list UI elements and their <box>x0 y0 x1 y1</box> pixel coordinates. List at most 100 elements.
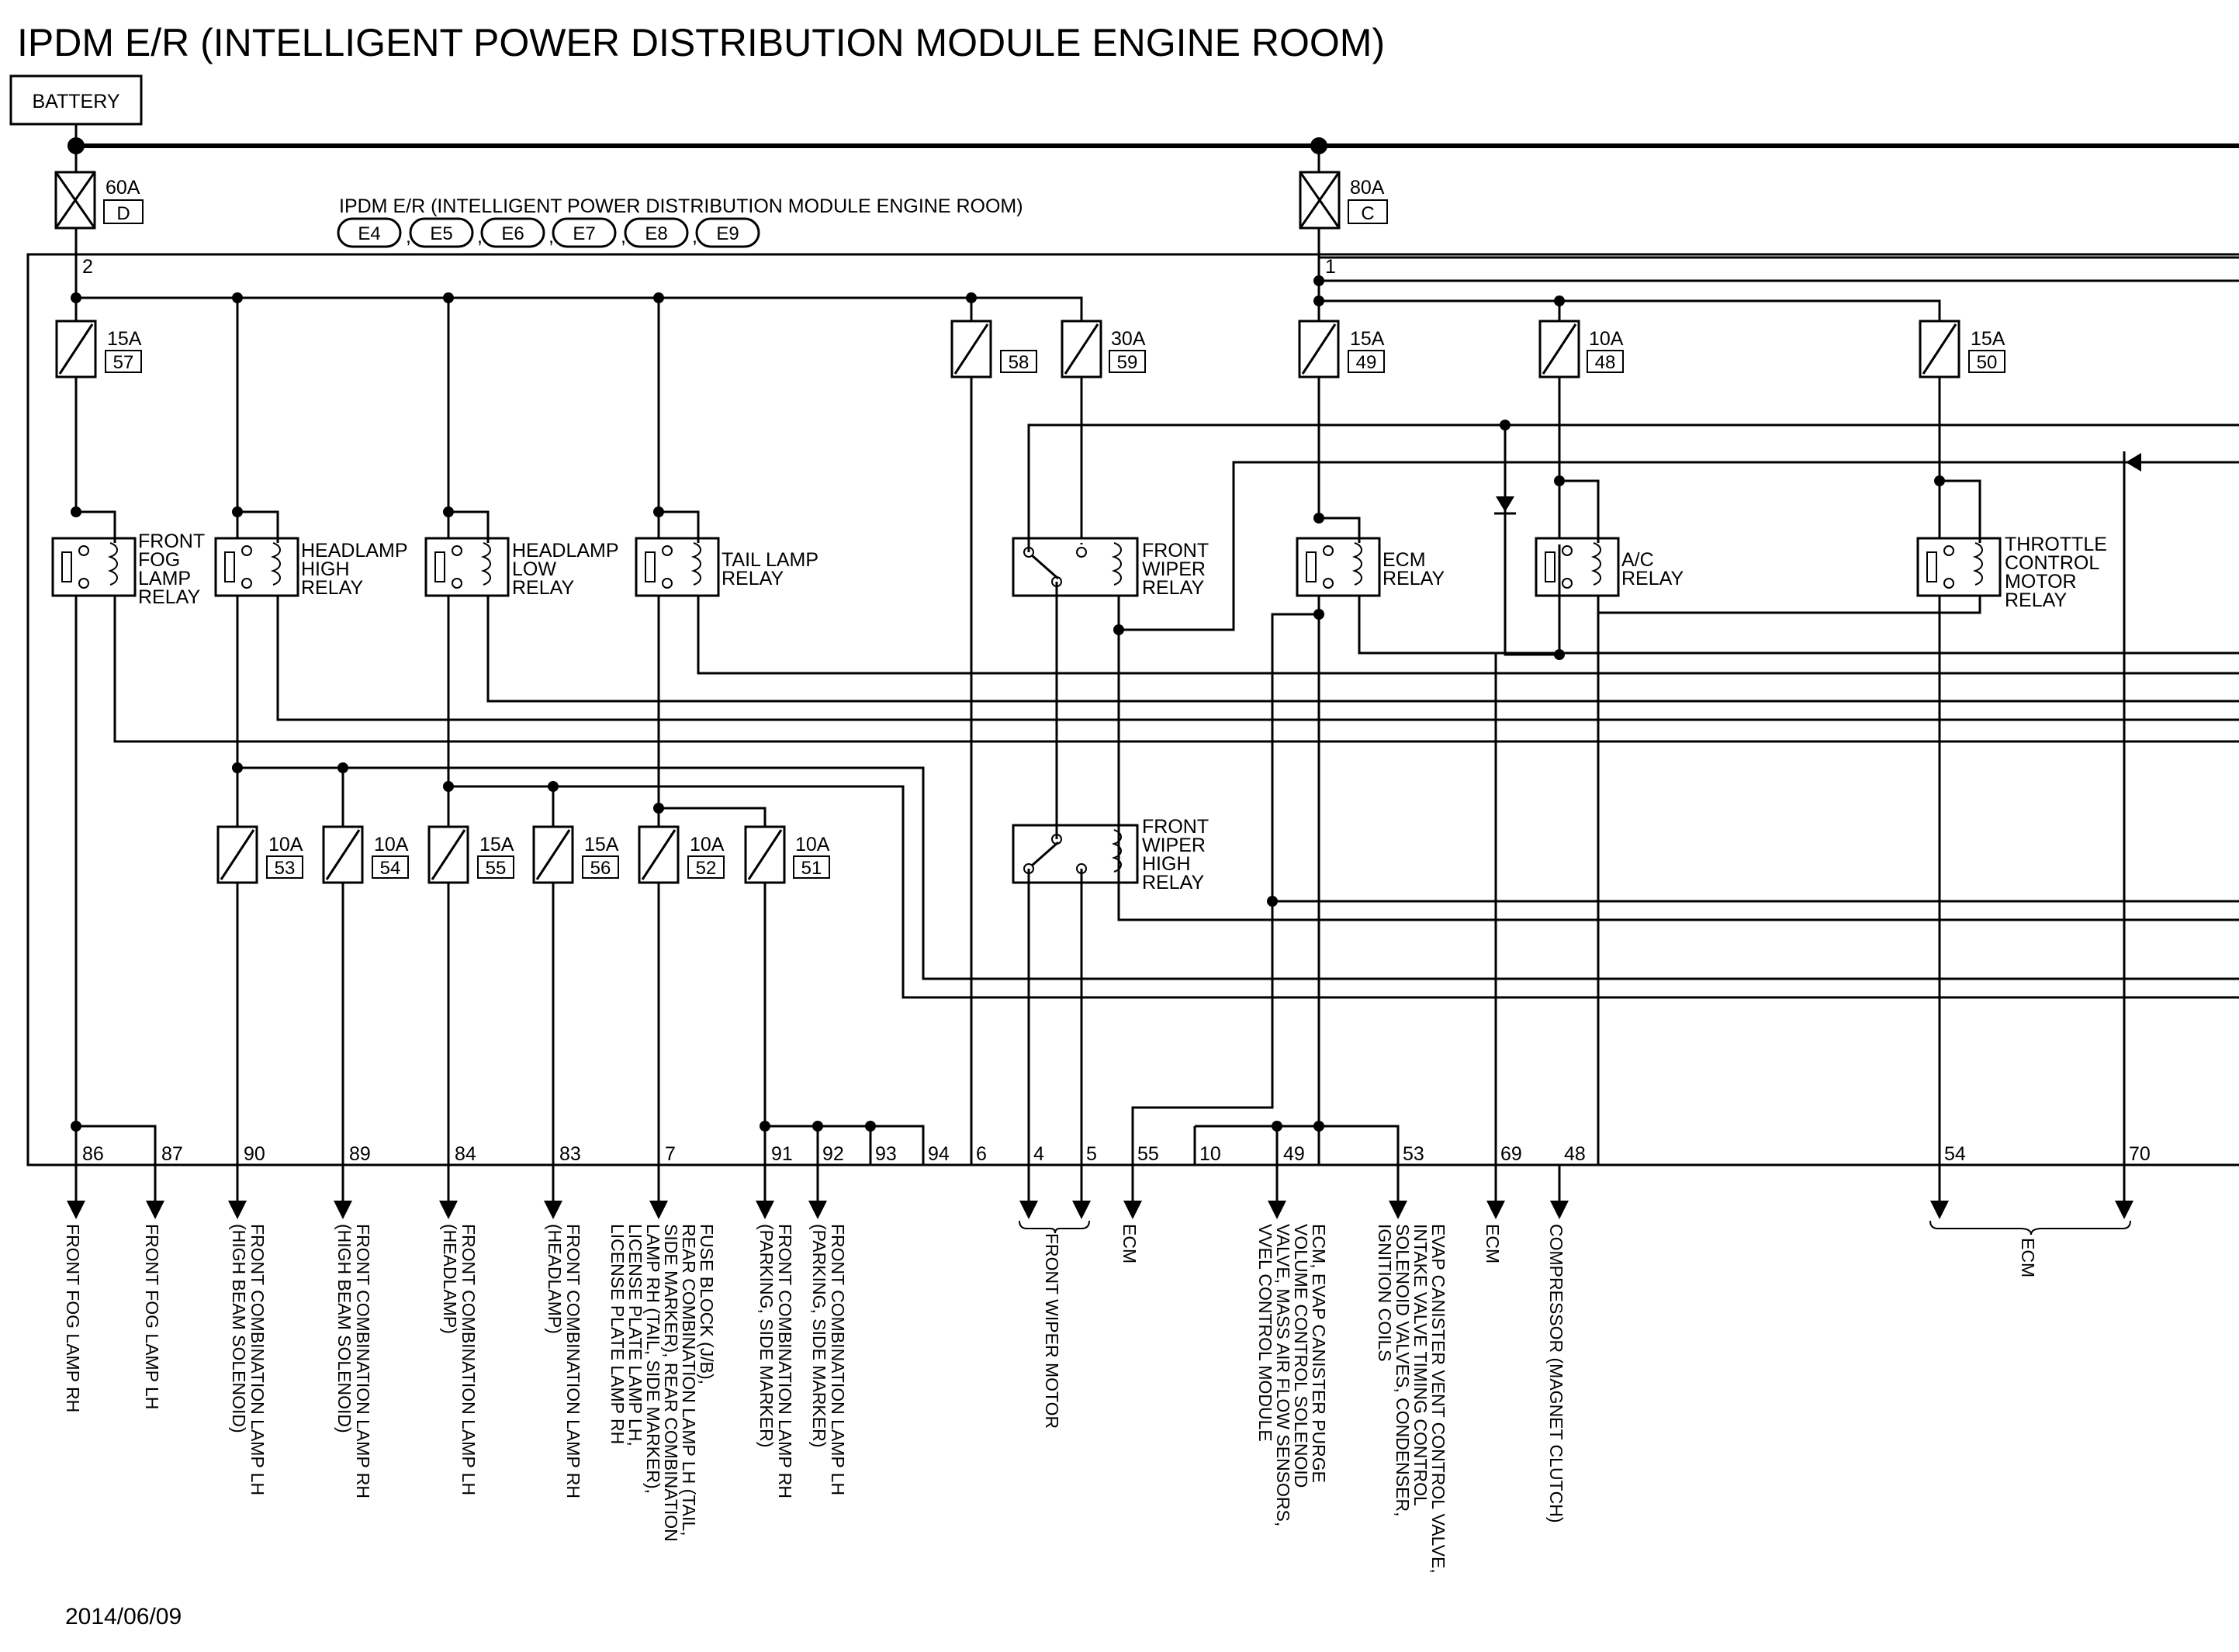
svg-text:A/C: A/C <box>1621 549 1654 571</box>
relay-throttle-control-motor: THROTTLE CONTROL MOTOR RELAY <box>1916 534 2107 611</box>
module-connectors: E4 , E5 , E6 , E7 , E8 , E9 <box>337 217 760 248</box>
brace-ecm-right <box>1929 1220 2131 1236</box>
svg-text:TAIL LAMP: TAIL LAMP <box>722 549 818 571</box>
svg-text:48: 48 <box>1564 1143 1586 1165</box>
svg-text:,: , <box>406 226 411 247</box>
diagram-date: 2014/06/09 <box>65 1604 182 1630</box>
fuse-58: 58 <box>950 320 1037 378</box>
diode-horizontal <box>2123 451 2141 473</box>
svg-text:CONTROL: CONTROL <box>2005 552 2099 574</box>
svg-text:HIGH: HIGH <box>1142 853 1191 875</box>
svg-text:(HEADLAMP): (HEADLAMP) <box>440 1224 460 1334</box>
svg-text:55: 55 <box>486 858 507 879</box>
svg-text:92: 92 <box>822 1143 844 1165</box>
svg-text:6: 6 <box>976 1143 987 1165</box>
svg-text:10: 10 <box>1199 1143 1221 1165</box>
battery-label: BATTERY <box>33 91 120 112</box>
connector-e8: E8 <box>645 223 667 244</box>
svg-text:4: 4 <box>1033 1143 1044 1165</box>
svg-text:15A: 15A <box>1971 328 2005 350</box>
ipdm-module-outline <box>26 253 2239 1166</box>
relay-front-wiper-high: FRONT WIPER HIGH RELAY <box>1012 816 1209 893</box>
svg-text:90: 90 <box>244 1143 265 1165</box>
svg-text:RELAY: RELAY <box>1142 872 1204 893</box>
relay-headlamp-low: HEADLAMP LOW RELAY <box>424 537 619 599</box>
svg-text:FRONT: FRONT <box>1142 540 1209 562</box>
svg-text:10A: 10A <box>690 834 725 855</box>
connector-e9: E9 <box>716 223 739 244</box>
svg-text:(HIGH BEAM SOLENOID): (HIGH BEAM SOLENOID) <box>334 1224 355 1433</box>
svg-text:RELAY: RELAY <box>512 577 574 599</box>
svg-text:10A: 10A <box>268 834 303 855</box>
connector-e4: E4 <box>358 223 380 244</box>
svg-text:10A: 10A <box>795 834 830 855</box>
svg-text:1: 1 <box>1325 256 1336 278</box>
svg-text:91: 91 <box>771 1143 793 1165</box>
svg-text:LICENSE PLATE LAMP RH: LICENSE PLATE LAMP RH <box>607 1224 628 1444</box>
svg-text:15A: 15A <box>107 328 142 350</box>
svg-text:LICENSE PLATE LAMP LH,: LICENSE PLATE LAMP LH, <box>625 1224 645 1446</box>
svg-text:REAR COMBINATION LAMP LH (TAIL: REAR COMBINATION LAMP LH (TAIL, <box>679 1224 699 1536</box>
svg-text:SIDE MARKER), REAR COMBINATION: SIDE MARKER), REAR COMBINATION <box>661 1224 681 1542</box>
connector-e7: E7 <box>573 223 595 244</box>
svg-text:FRONT COMBINATION LAMP RH: FRONT COMBINATION LAMP RH <box>775 1224 795 1498</box>
relay-tail-lamp: TAIL LAMP RELAY <box>635 537 818 597</box>
relay-front-fog-lamp: FRONT FOG LAMP RELAY <box>51 531 205 608</box>
svg-text:VALVE, MASS AIR FLOW SENSORS,: VALVE, MASS AIR FLOW SENSORS, <box>1273 1224 1293 1526</box>
svg-text:EVAP CANISTER VENT CONTROL VAL: EVAP CANISTER VENT CONTROL VALVE, <box>1428 1224 1448 1574</box>
connector-pins: 86 87 90 89 84 83 7 91 92 93 94 6 4 5 55… <box>82 1143 2151 1165</box>
svg-text:,: , <box>477 226 483 247</box>
svg-text:INTAKE VALVE TIMING CONTROL: INTAKE VALVE TIMING CONTROL <box>1410 1224 1431 1506</box>
svg-text:FRONT COMBINATION LAMP LH: FRONT COMBINATION LAMP LH <box>828 1224 848 1495</box>
svg-text:SOLENOID VALVES, CONDENSER,: SOLENOID VALVES, CONDENSER, <box>1393 1224 1413 1516</box>
svg-text:LAMP RH (TAIL, SIDE MARKER),: LAMP RH (TAIL, SIDE MARKER), <box>643 1224 663 1494</box>
svg-text:C: C <box>1361 203 1374 224</box>
svg-text:ECM: ECM <box>1383 549 1426 571</box>
svg-text:FRONT COMBINATION LAMP LH: FRONT COMBINATION LAMP LH <box>459 1224 479 1495</box>
svg-text:FRONT FOG LAMP LH: FRONT FOG LAMP LH <box>142 1224 162 1409</box>
svg-text:FRONT COMBINATION LAMP LH: FRONT COMBINATION LAMP LH <box>247 1224 268 1495</box>
svg-text:ECM: ECM <box>2018 1238 2038 1277</box>
svg-text:MOTOR: MOTOR <box>2005 571 2077 593</box>
svg-text:93: 93 <box>875 1143 897 1165</box>
connector-e5: E5 <box>430 223 452 244</box>
svg-text:10A: 10A <box>374 834 409 855</box>
relay-front-wiper: FRONT WIPER RELAY <box>1012 537 1209 599</box>
svg-text:86: 86 <box>82 1143 104 1165</box>
svg-text:,: , <box>621 226 626 247</box>
svg-text:5: 5 <box>1086 1143 1097 1165</box>
svg-text:FRONT: FRONT <box>1142 816 1209 838</box>
svg-text:15A: 15A <box>584 834 619 855</box>
svg-text:HIGH: HIGH <box>301 558 350 580</box>
svg-text:53: 53 <box>275 858 296 879</box>
relay-headlamp-high: HEADLAMP HIGH RELAY <box>214 537 408 599</box>
brace-wiper-motor <box>1019 1220 1090 1234</box>
svg-text:(HEADLAMP): (HEADLAMP) <box>545 1224 565 1334</box>
svg-text:WIPER: WIPER <box>1142 558 1206 580</box>
relay-ac: A/C RELAY <box>1535 537 1684 597</box>
fusible-link-c: 80A C 1 <box>1299 146 1388 335</box>
svg-text:84: 84 <box>455 1143 476 1165</box>
svg-text:48: 48 <box>1595 352 1616 373</box>
svg-text:ECM: ECM <box>1483 1224 1503 1263</box>
svg-text:,: , <box>549 226 554 247</box>
svg-text:58: 58 <box>1009 352 1030 373</box>
svg-text:53: 53 <box>1403 1143 1424 1165</box>
svg-text:LOW: LOW <box>512 558 556 580</box>
svg-text:RELAY: RELAY <box>1383 568 1445 589</box>
relay-ecm: ECM RELAY <box>1296 537 1445 597</box>
svg-text:56: 56 <box>590 858 611 879</box>
svg-text:54: 54 <box>1944 1143 1966 1165</box>
svg-text:FRONT WIPER MOTOR: FRONT WIPER MOTOR <box>1042 1233 1062 1429</box>
svg-text:89: 89 <box>349 1143 371 1165</box>
diode-vertical <box>1494 496 1516 515</box>
svg-text:70: 70 <box>2129 1143 2151 1165</box>
svg-text:57: 57 <box>113 352 134 373</box>
output-labels: FRONT FOG LAMP RH FRONT FOG LAMP LH FRON… <box>63 1224 2038 1574</box>
